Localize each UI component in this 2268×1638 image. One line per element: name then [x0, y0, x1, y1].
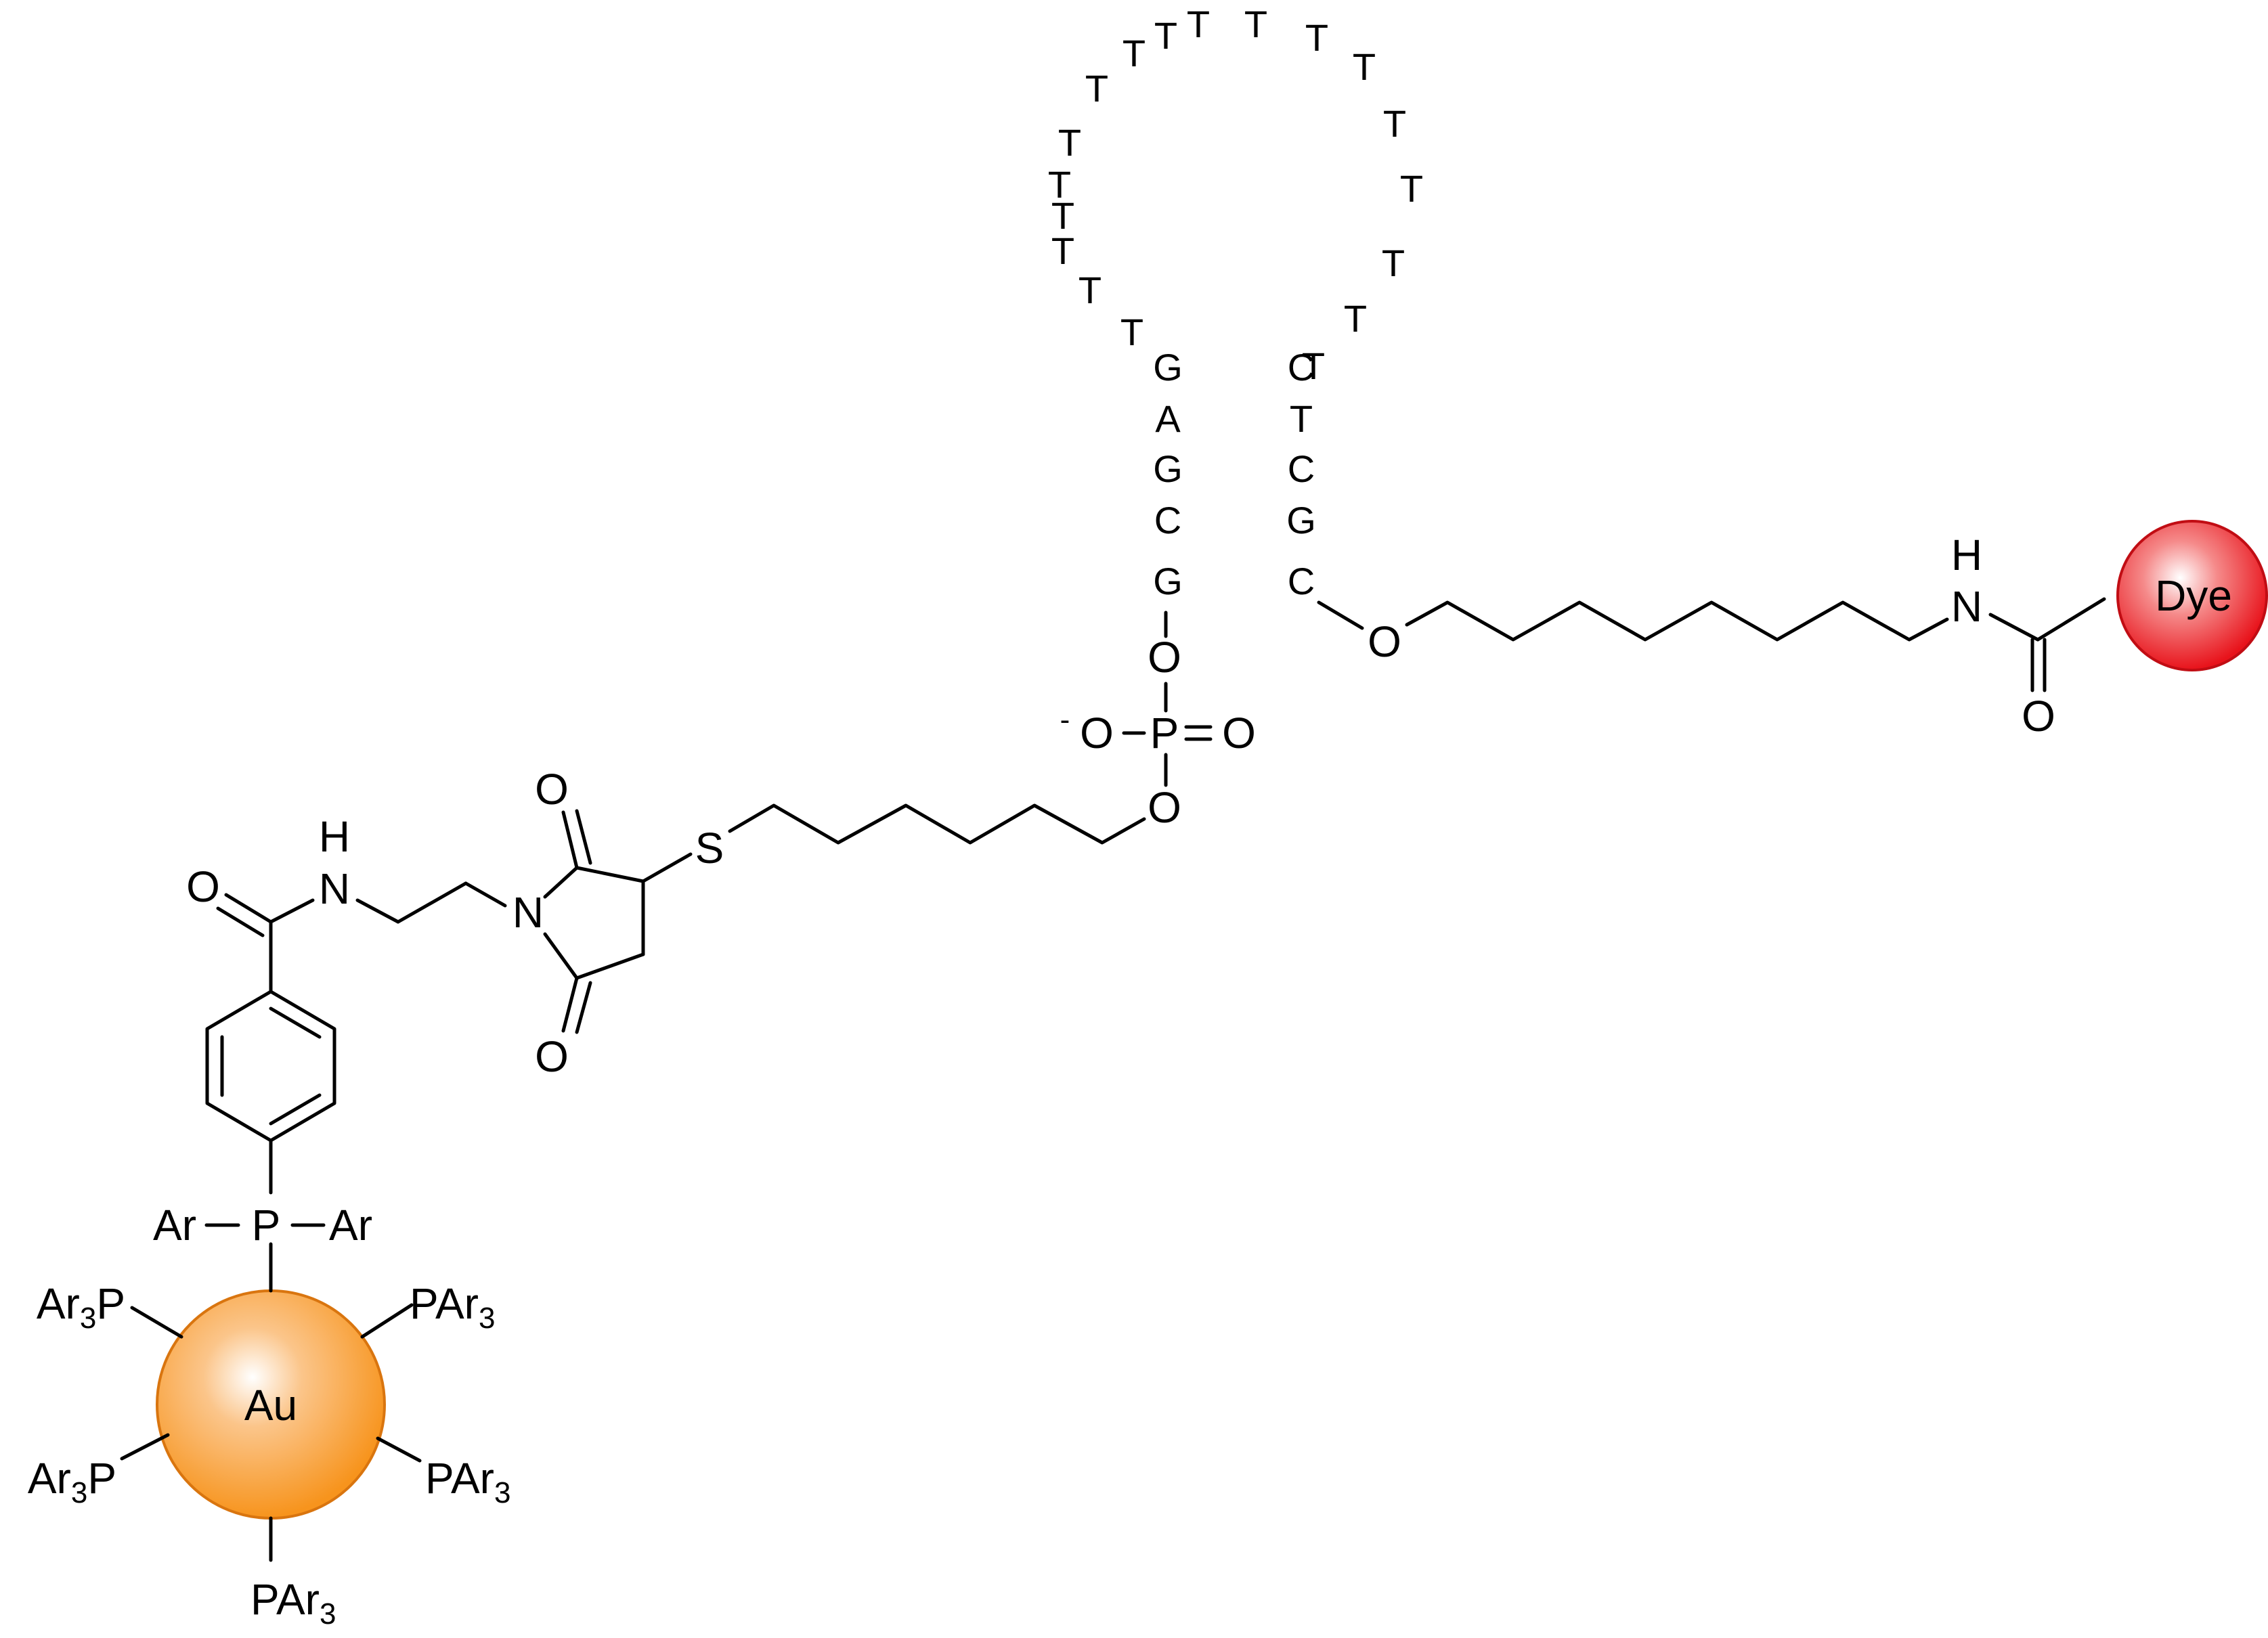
ligand-lower-left: Ar3P — [28, 1454, 116, 1509]
base: T — [1187, 3, 1210, 45]
base: T — [1344, 297, 1367, 340]
loop-top: T T T T T — [1154, 3, 1376, 88]
thioether-s: S — [695, 824, 724, 872]
ligand-upper-left: Ar3P — [37, 1279, 125, 1335]
base: G — [1153, 560, 1183, 602]
base: G — [1153, 346, 1183, 389]
base: T — [1051, 194, 1074, 237]
base: T — [1122, 32, 1146, 74]
base: T — [1244, 3, 1267, 45]
linker-h: H — [1951, 531, 1982, 579]
benzene-ring — [205, 990, 336, 1143]
stem-right: C T C G C — [1286, 346, 1316, 602]
phosphine-group: P Ar Ar — [153, 1138, 372, 1249]
base: T — [1290, 397, 1313, 440]
base: T — [1382, 242, 1405, 284]
phosphate-o-bottom: O — [1148, 783, 1181, 832]
linker-o: O — [1368, 617, 1401, 666]
base: G — [1286, 499, 1316, 541]
base: T — [1154, 14, 1177, 57]
amide-n: N — [319, 864, 350, 913]
stem-left: G A G C G — [1153, 346, 1183, 602]
ar-right: Ar — [329, 1201, 372, 1249]
phosphate-p: P — [1150, 709, 1179, 757]
base: C — [1288, 560, 1315, 602]
base: A — [1155, 397, 1181, 440]
dye-label: Dye — [2155, 571, 2232, 620]
base: T — [1051, 229, 1074, 272]
phosphate-group: O P O - O O — [1060, 611, 1256, 832]
base: T — [1058, 121, 1081, 164]
dye: Dye — [2116, 520, 2268, 671]
base: T — [1383, 102, 1406, 145]
base: T — [1078, 269, 1102, 311]
ar-left: Ar — [153, 1201, 196, 1249]
phosphate-charge: - — [1060, 703, 1070, 736]
base: T — [1305, 16, 1328, 59]
amide-o: O — [186, 862, 220, 911]
ligand-bonds — [120, 1242, 422, 1562]
base: T — [1400, 167, 1423, 210]
base: C — [1154, 499, 1181, 541]
ligand-upper-right: PAr3 — [410, 1279, 495, 1335]
phosphate-o-top: O — [1148, 633, 1181, 682]
base: T — [1048, 163, 1071, 206]
gold-nanoparticle: Au — [156, 1289, 386, 1520]
base: G — [1153, 447, 1183, 490]
phosphine-p: P — [252, 1201, 281, 1249]
ligands: Ar3P PAr3 Ar3P PAr3 PAr3 — [28, 1279, 511, 1631]
maleimide-n: N — [513, 888, 544, 937]
maleimide-o-top: O — [535, 765, 569, 814]
base: T — [1353, 45, 1376, 88]
phosphate-o-double: O — [1222, 709, 1256, 757]
ligand-bottom: PAr3 — [250, 1575, 336, 1631]
gold-label: Au — [244, 1381, 297, 1430]
amide-h: H — [319, 812, 350, 861]
linker-n: N — [1951, 582, 1982, 631]
loop-right: T T T T T — [1302, 102, 1423, 387]
base: T — [1085, 67, 1108, 110]
amide-linker: O N H — [186, 812, 507, 994]
phosphate-o-minus: O — [1080, 709, 1114, 757]
hexyl-chain — [728, 803, 1146, 845]
base: C — [1288, 447, 1315, 490]
base: C — [1288, 346, 1315, 389]
dye-linker: O N H O — [1317, 531, 2106, 740]
maleimide-o-bottom: O — [535, 1032, 569, 1081]
linker-o-carbonyl: O — [2022, 692, 2055, 740]
maleimide: N O O S — [513, 765, 724, 1081]
base: T — [1120, 311, 1143, 353]
ligand-lower-right: PAr3 — [425, 1454, 510, 1509]
dye-sphere — [2116, 520, 2268, 671]
loop-left: T T T T T T T T — [1048, 32, 1146, 353]
base: T — [1302, 345, 1325, 387]
